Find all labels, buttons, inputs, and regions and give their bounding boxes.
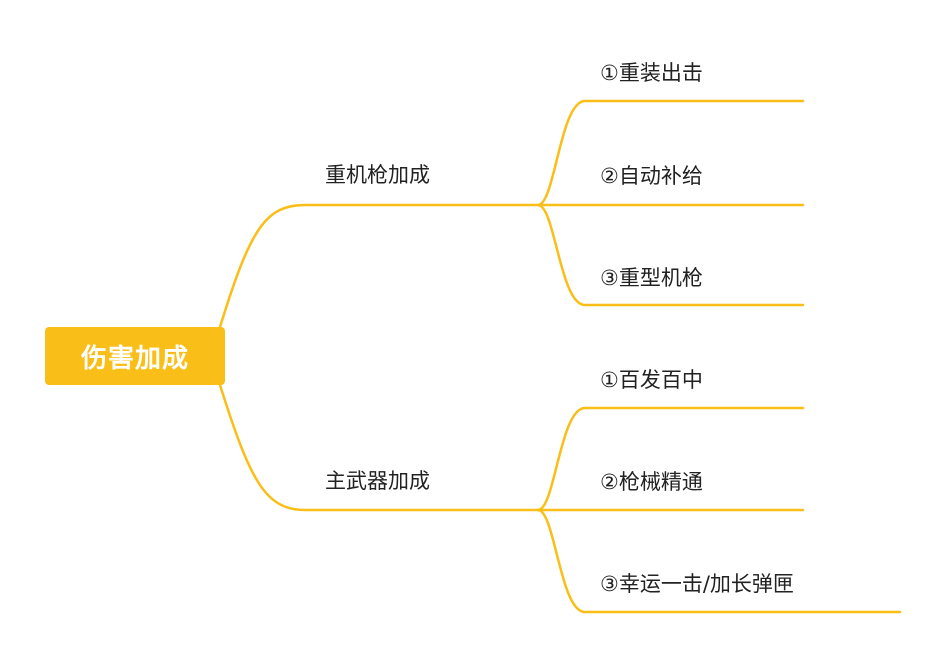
connector-branch-1-child-3 (536, 203, 805, 307)
leaf-node-1-3[interactable]: ③重型机枪 (600, 266, 703, 290)
leaf-node-1-1[interactable]: ①重装出击 (600, 61, 703, 85)
root-node-label: 伤害加成 (80, 343, 189, 374)
branch-node-2[interactable]: 主武器加成 (325, 469, 430, 493)
leaf-node-2-2[interactable]: ②枪械精通 (600, 470, 703, 494)
connector-root-to-branch-1 (218, 203, 540, 329)
branch-node-1[interactable]: 重机枪加成 (325, 163, 430, 187)
leaf-node-1-2[interactable]: ②自动补给 (600, 164, 703, 188)
connector-root-to-branch-2 (218, 383, 540, 512)
connector-branch-1-child-1 (536, 99, 805, 207)
root-node[interactable]: 伤害加成 (45, 327, 225, 385)
leaf-node-2-3[interactable]: ③幸运一击/加长弹匣 (600, 572, 794, 596)
leaf-node-2-1[interactable]: ①百发百中 (600, 368, 703, 392)
connector-branch-2-child-1 (536, 406, 805, 512)
connector-branch-2-child-3 (536, 508, 902, 614)
